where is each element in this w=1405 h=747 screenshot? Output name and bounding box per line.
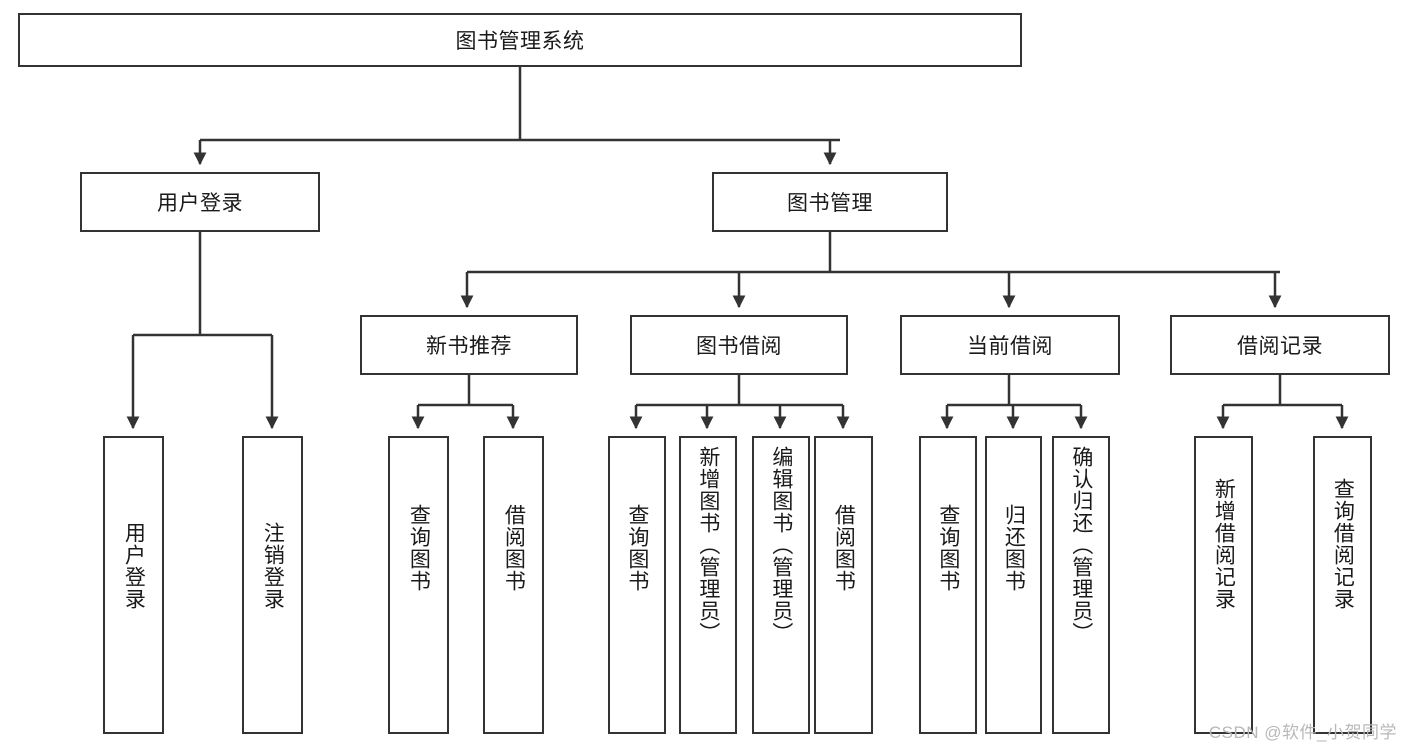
leaf-label: 新增图书（管理员） [696, 446, 720, 644]
leaf-user-login-login[interactable]: 用户登录 [103, 436, 164, 734]
node-book-borrow[interactable]: 图书借阅 [630, 315, 848, 375]
leaf-label: 新增借阅记录 [1212, 478, 1236, 610]
node-borrow-record-label: 借阅记录 [1237, 335, 1323, 358]
leaf-new-book-query[interactable]: 查询图书 [388, 436, 449, 734]
node-new-book-recommend[interactable]: 新书推荐 [360, 315, 578, 375]
leaf-borrow-query-book[interactable]: 查询图书 [608, 436, 666, 734]
leaf-label: 用户登录 [122, 522, 146, 610]
leaf-label: 查询借阅记录 [1331, 478, 1355, 610]
node-new-book-recommend-label: 新书推荐 [426, 335, 512, 358]
leaf-label: 借阅图书 [502, 504, 526, 592]
node-book-management[interactable]: 图书管理 [712, 172, 948, 232]
node-user-login[interactable]: 用户登录 [80, 172, 320, 232]
leaf-label: 借阅图书 [832, 504, 856, 592]
leaf-label: 查询图书 [407, 504, 431, 592]
watermark-text: CSDN @软件_小贺同学 [1208, 723, 1397, 742]
node-current-borrow[interactable]: 当前借阅 [900, 315, 1120, 375]
node-root[interactable]: 图书管理系统 [18, 13, 1022, 67]
node-borrow-record[interactable]: 借阅记录 [1170, 315, 1390, 375]
leaf-label: 查询图书 [625, 504, 649, 592]
node-book-management-label: 图书管理 [787, 192, 873, 215]
leaf-borrow-add-book-admin[interactable]: 新增图书（管理员） [679, 436, 737, 734]
leaf-record-query-record[interactable]: 查询借阅记录 [1313, 436, 1372, 734]
leaf-new-book-borrow[interactable]: 借阅图书 [483, 436, 544, 734]
leaf-current-query-book[interactable]: 查询图书 [919, 436, 977, 734]
leaf-borrow-edit-book-admin[interactable]: 编辑图书（管理员） [752, 436, 810, 734]
leaf-label: 归还图书 [1002, 504, 1026, 592]
node-root-label: 图书管理系统 [455, 30, 585, 53]
leaf-label: 确认归还（管理员） [1069, 446, 1093, 644]
leaf-user-login-logout[interactable]: 注销登录 [242, 436, 303, 734]
leaf-label: 注销登录 [261, 522, 285, 610]
node-current-borrow-label: 当前借阅 [967, 335, 1053, 358]
node-book-borrow-label: 图书借阅 [696, 335, 782, 358]
leaf-label: 查询图书 [936, 504, 960, 592]
leaf-record-add-record[interactable]: 新增借阅记录 [1194, 436, 1253, 734]
leaf-borrow-borrow-book[interactable]: 借阅图书 [814, 436, 873, 734]
leaf-current-return-book[interactable]: 归还图书 [985, 436, 1042, 734]
node-user-login-label: 用户登录 [157, 192, 243, 215]
leaf-current-confirm-return-admin[interactable]: 确认归还（管理员） [1052, 436, 1110, 734]
leaf-label: 编辑图书（管理员） [769, 446, 793, 644]
